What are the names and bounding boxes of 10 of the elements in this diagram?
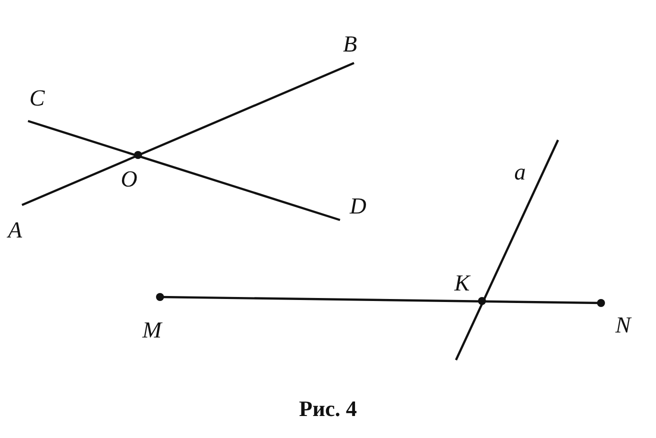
point-label: A xyxy=(8,218,22,242)
point-label: D xyxy=(350,194,366,218)
point-label: O xyxy=(120,168,138,190)
point-label: K xyxy=(454,272,470,294)
point-label: C xyxy=(29,86,45,110)
point-label: a xyxy=(514,160,526,184)
point-label: N xyxy=(615,314,631,336)
figure-caption: Рис. 4 xyxy=(299,398,357,420)
point-label: M xyxy=(142,318,162,342)
point-label: B xyxy=(342,32,358,56)
